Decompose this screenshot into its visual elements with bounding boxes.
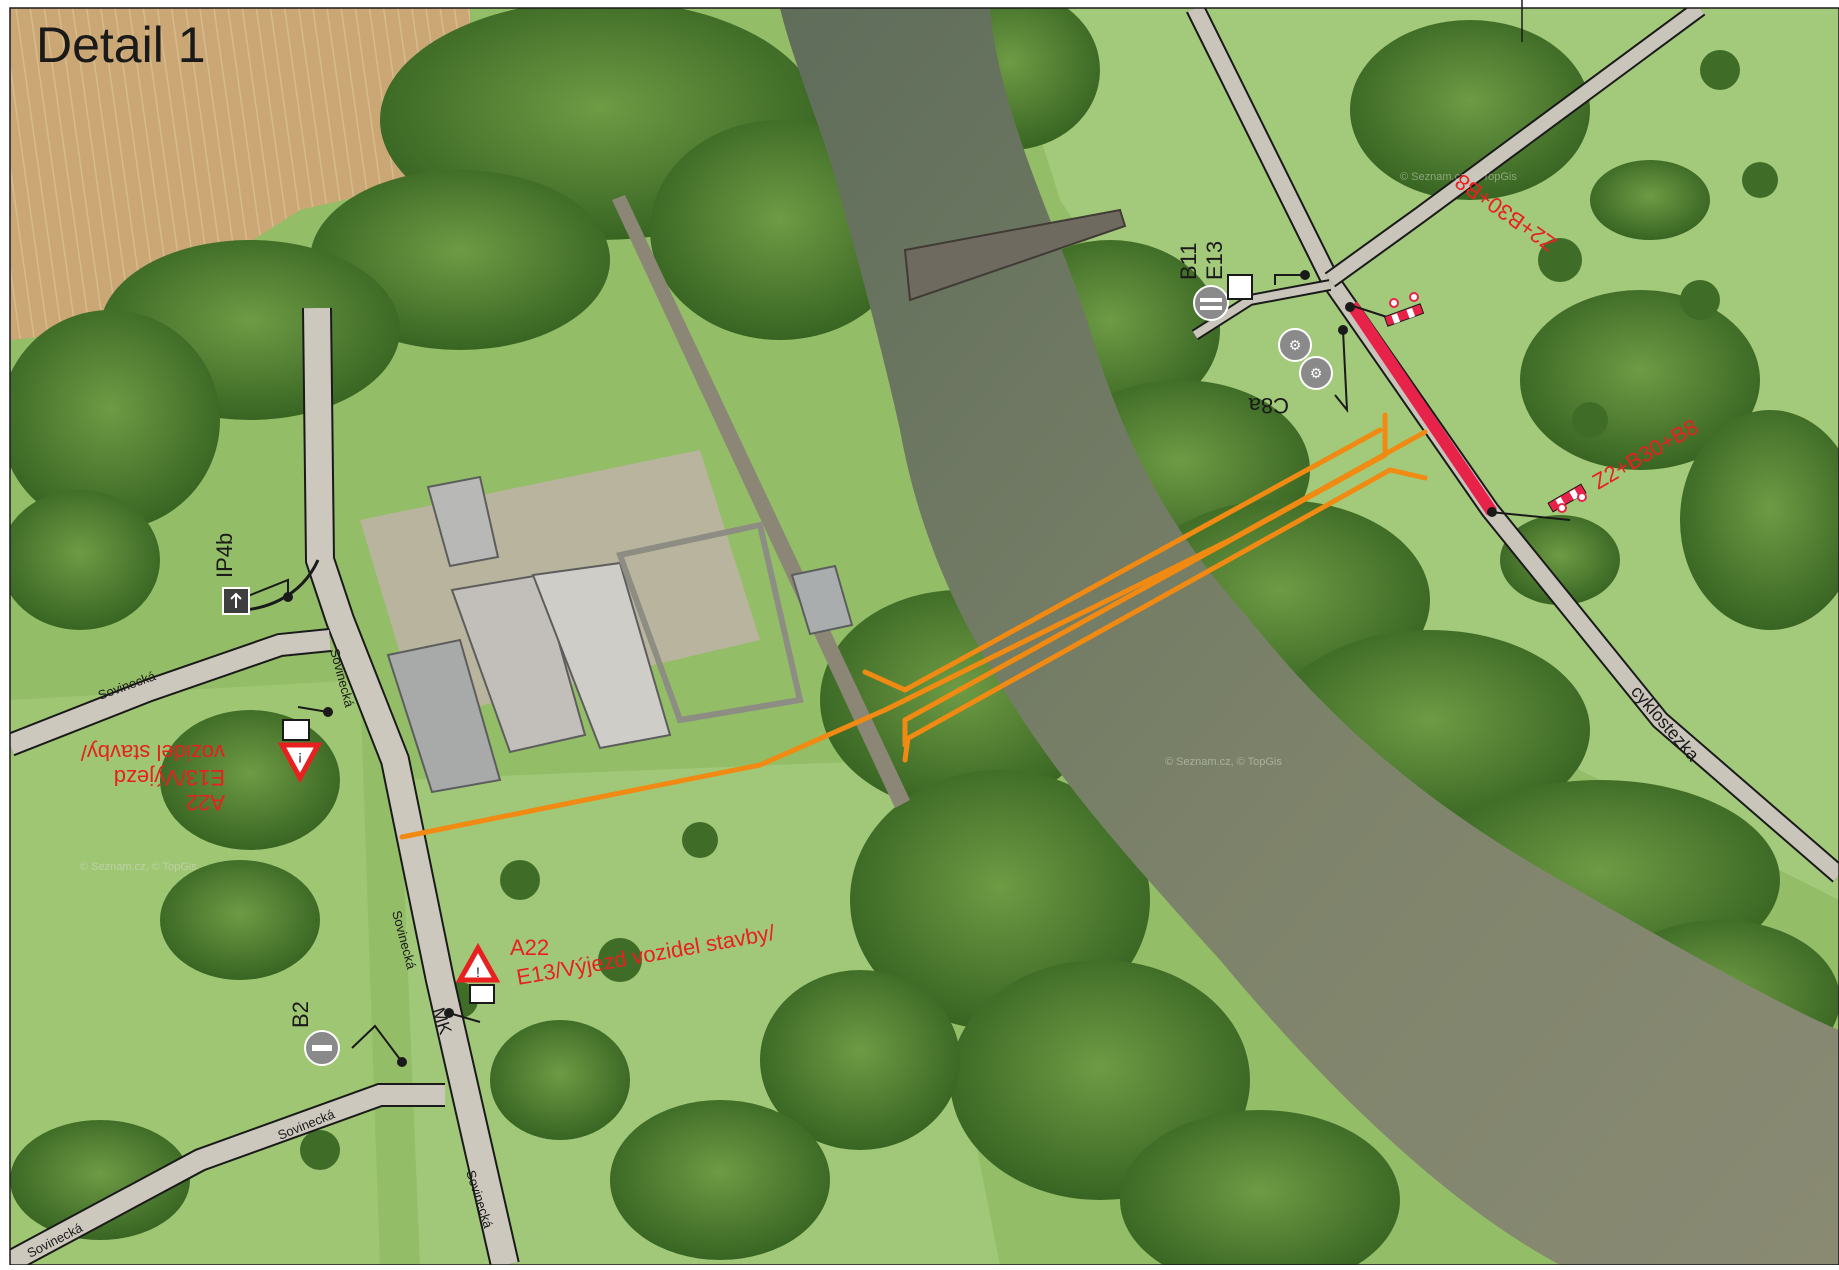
svg-text:!: ! [476,964,480,980]
sign-code-a22-lower: A22 [510,935,549,960]
sign-label-e13: E13 [1202,241,1227,280]
arrow-up-icon [230,592,242,608]
svg-text:⚙: ⚙ [1310,365,1323,381]
footbridge [903,208,1127,302]
watermark: © Seznam.cz, © TopGis [1165,756,1282,768]
pipeline [612,195,910,808]
sign-label-c8a: C8a [1248,393,1289,418]
barrier-icon [1577,492,1587,502]
warning-triangle-icon [277,742,323,784]
map-title: Detail 1 [36,17,206,73]
sign-c8a[interactable]: ⚙ ⚙ C8a C8a [1220,0,1333,418]
bicycle-icon [1299,356,1333,390]
watermark: © Seznam.cz, © TopGis [1400,171,1517,183]
roads [10,8,1839,1265]
plowed-field [10,8,470,340]
barrier-icon [1409,292,1419,302]
sign-label-b11: B11 [1176,242,1201,280]
sign-anchor-dots [283,270,1497,1067]
buildings [386,475,854,794]
sign-label-b2: B2 [288,1001,313,1028]
sign-b2[interactable]: B2 [288,1001,340,1066]
sign-text-a22-upper-line1: E13/Výjezd [114,765,225,790]
no-motor-vehicles-icon [1193,285,1229,321]
barrier-icon [1557,503,1567,513]
sign-a22-upper[interactable]: ! A22 E13/Výjezd vozidel stavby/ [80,719,323,815]
bicycle-icon [1278,328,1312,362]
svg-text:⚙: ⚙ [1289,337,1302,353]
sign-code-a22-upper: A22 [186,790,225,815]
warning-triangle-icon [455,942,501,983]
watermark: © Seznam.cz, © TopGis [80,861,197,873]
sign-text-a22-upper-line2: vozidel stavby/ [80,740,225,765]
sign-leaders [237,274,1571,1063]
sign-ip4b[interactable]: IP4b [212,533,250,615]
sign-b11-e13[interactable]: B11 E13 [1176,241,1253,321]
river [780,8,1839,1265]
road-closure-segment [1347,301,1497,516]
barrier-icon [1389,298,1399,308]
planned-route [399,412,1428,840]
sign-label-ip4b: IP4b [212,533,237,578]
svg-text:!: ! [298,750,302,766]
